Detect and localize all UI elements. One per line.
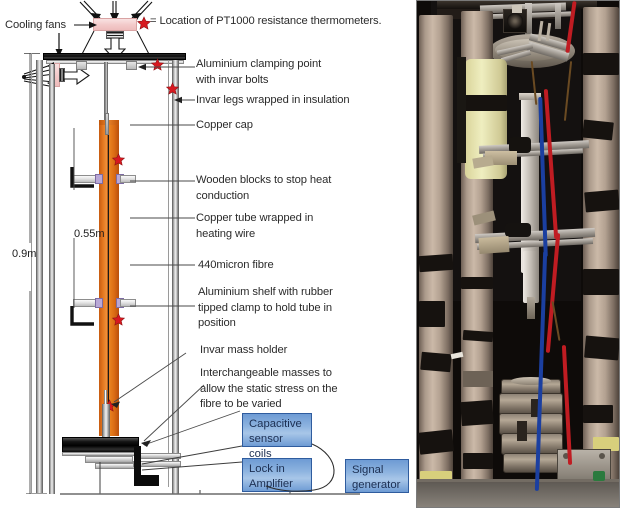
shelf-lower-right-arm bbox=[120, 299, 136, 307]
aluminium-clamping-bar bbox=[43, 53, 186, 60]
copper-tube bbox=[99, 125, 119, 436]
bar-clamp-block-right bbox=[126, 61, 137, 70]
mass-leader-lines bbox=[111, 352, 241, 447]
rubber-tip-lower-left bbox=[95, 298, 103, 308]
box-capacitive-sensor-coils[interactable]: Capacitive sensor coils bbox=[242, 413, 312, 460]
dimension-line-total-height bbox=[29, 53, 31, 494]
fibre-440-micron bbox=[107, 128, 109, 418]
shelf-upper-right-arm bbox=[120, 175, 136, 183]
legend-star-icon bbox=[137, 16, 151, 30]
wooden-block-bracket-upper bbox=[70, 167, 94, 188]
sensor-l-bracket bbox=[134, 446, 159, 486]
copper-cap bbox=[99, 120, 119, 126]
bar-clamp-block-left bbox=[76, 61, 87, 70]
dimension-total-height: 0.9m bbox=[12, 248, 37, 260]
bracket-to-box-lines bbox=[141, 445, 243, 471]
label-copper-cap: Copper cap bbox=[196, 119, 253, 131]
rubber-tip-upper-left bbox=[95, 174, 103, 184]
star-tube-upper-icon bbox=[112, 153, 125, 166]
clamping-bar-underplate bbox=[46, 60, 184, 64]
frame-outline-left bbox=[31, 53, 32, 494]
invar-leg-right bbox=[172, 60, 179, 494]
central-hanger-rod-edge bbox=[105, 62, 107, 134]
label-interchangeable-masses: Interchangeable masses to allow the stat… bbox=[200, 367, 338, 410]
schematic-diagram: = Location of PT1000 resistance thermome… bbox=[5, 0, 409, 495]
fibre-top-clamp bbox=[105, 113, 109, 135]
apparatus-photograph bbox=[416, 0, 620, 508]
star-tube-lower-icon bbox=[112, 313, 125, 326]
label-fibre: 440micron fibre bbox=[198, 259, 274, 271]
label-mass-holder: Invar mass holder bbox=[200, 344, 288, 356]
mass-support-plate bbox=[85, 456, 133, 463]
label-clamping-point: Aluminium clamping point with invar bolt… bbox=[196, 58, 322, 86]
cooling-fans-leader-arrow bbox=[74, 21, 97, 29]
label-leader-lines bbox=[130, 63, 195, 307]
invar-leg-left-inner bbox=[49, 64, 55, 494]
label-wooden-blocks: Wooden blocks to stop heat conduction bbox=[196, 174, 332, 202]
shelf-bracket-lower bbox=[70, 306, 94, 326]
label-invar-legs: Invar legs wrapped in insulation bbox=[196, 94, 350, 106]
cooling-fan-top bbox=[93, 18, 137, 31]
dimension-line-tube-height bbox=[73, 128, 75, 308]
frame-outline-right bbox=[168, 60, 169, 487]
box-signal-generator[interactable]: Signal generator bbox=[345, 459, 409, 493]
invar-mass-holder bbox=[102, 404, 110, 446]
label-aluminium-shelf: Aluminium shelf with rubber tipped clamp… bbox=[198, 286, 333, 329]
label-cooling-fans: Cooling fans bbox=[5, 19, 66, 31]
label-copper-tube: Copper tube wrapped in heating wire bbox=[196, 212, 314, 240]
sensor-amplifier-connector bbox=[265, 443, 335, 492]
dimension-tube-height: 0.55m bbox=[74, 228, 105, 240]
fan-side-flow-arrow-icon bbox=[64, 66, 90, 85]
invar-leg-left-outer bbox=[36, 60, 43, 494]
box-lock-in-amplifier[interactable]: Lock in Amplifier bbox=[242, 458, 312, 492]
foot-left bbox=[26, 493, 47, 494]
star-invar-leg-icon bbox=[166, 82, 179, 95]
top-dim-tick bbox=[24, 53, 40, 54]
fan-intake-arrows-icon bbox=[79, 0, 153, 23]
legend-text: = Location of PT1000 resistance thermome… bbox=[150, 15, 382, 27]
